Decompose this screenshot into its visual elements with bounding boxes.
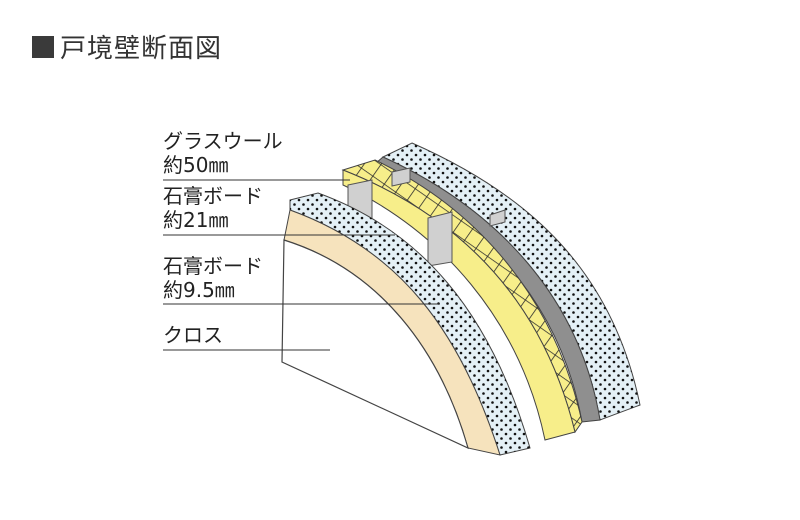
label-gypsum-board-21-name: 石膏ボード: [163, 184, 263, 208]
label-glass-wool-thickness: 約50㎜: [163, 153, 229, 177]
label-cloth-name: クロス: [163, 323, 223, 347]
label-glass-wool: グラスウール 約50㎜: [163, 129, 283, 177]
title-square-icon: [32, 35, 54, 58]
label-gypsum-board-9-name: 石膏ボード: [163, 254, 263, 278]
label-gypsum-board-21: 石膏ボード 約21㎜: [163, 184, 263, 232]
leader-lines: [163, 179, 440, 351]
label-gypsum-board-9-thickness: 約9.5㎜: [163, 278, 235, 302]
title-text: 戸境壁断面図: [60, 34, 223, 64]
label-gypsum-board-21-thickness: 約21㎜: [163, 208, 229, 232]
wall-face-cloth: [281, 239, 469, 450]
page-title: 戸境壁断面図: [32, 28, 222, 65]
label-cloth: クロス: [163, 323, 223, 347]
label-glass-wool-name: グラスウール: [163, 129, 283, 153]
label-gypsum-board-9: 石膏ボード 約9.5㎜: [163, 254, 263, 302]
